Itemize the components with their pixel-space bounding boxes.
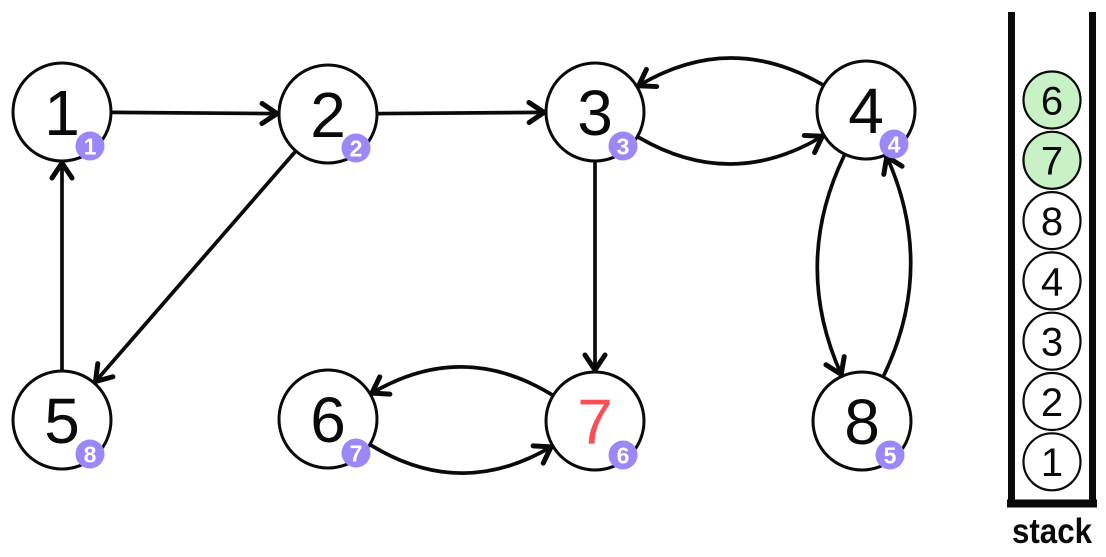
visit-order-badge-label: 5 (884, 442, 897, 468)
stack-item-label: 8 (1041, 200, 1063, 244)
edges-layer (49, 56, 913, 475)
stack-item: 6 (1022, 70, 1082, 130)
node-label: 6 (310, 384, 346, 456)
visit-order-badge (608, 440, 638, 470)
stack-item-label: 1 (1041, 441, 1063, 485)
node-label: 2 (310, 79, 346, 151)
edge-6-7 (369, 443, 554, 475)
node-label: 5 (44, 385, 80, 457)
visit-order-badge-label: 2 (350, 135, 363, 161)
stack-item: 4 (1022, 251, 1082, 311)
visit-order-badge (341, 438, 371, 468)
visit-order-badge (879, 129, 909, 159)
stack-item-circle (1022, 191, 1082, 251)
stack-item: 8 (1022, 191, 1082, 251)
edge-4-8 (815, 154, 847, 377)
node-label: 1 (44, 77, 80, 149)
visit-order-badge (608, 131, 638, 161)
stack-item-label: 7 (1041, 140, 1063, 184)
visit-order-badge (875, 440, 905, 470)
edge-8-4 (881, 154, 913, 377)
visit-order-badge-label: 8 (84, 441, 97, 467)
visit-order-badge-label: 4 (888, 131, 901, 157)
stack-item-label: 4 (1041, 260, 1063, 304)
edge-2-5 (93, 150, 297, 384)
visit-order-badge (75, 439, 105, 469)
visit-order-badge-label: 3 (617, 133, 630, 159)
edge-1-2 (111, 100, 280, 126)
stack-item-label: 3 (1041, 321, 1063, 365)
stack-item: 1 (1022, 432, 1082, 492)
node-label: 4 (848, 75, 884, 147)
visit-order-badge-label: 1 (84, 133, 97, 159)
stack-item: 2 (1022, 371, 1082, 432)
edge-4-3 (636, 56, 824, 90)
stack-item-circle (1022, 371, 1082, 432)
visit-order-badge (341, 133, 371, 163)
stack-item-label: 2 (1041, 381, 1063, 425)
stack-item-circle (1022, 130, 1082, 190)
stack-item-label: 6 (1041, 79, 1063, 123)
stack-panel: 6 7 8 4 3 2 1 stack (1007, 12, 1097, 551)
stack-title: stack (1012, 512, 1092, 551)
stack-item-circle (1022, 251, 1082, 311)
stack-item: 3 (1022, 311, 1082, 371)
stack-walls (1008, 12, 1096, 506)
edge-3-4 (637, 132, 825, 166)
stack-item-circle (1022, 432, 1082, 492)
visit-order-badge-label: 7 (350, 440, 363, 466)
edge-2-3 (377, 100, 547, 126)
stack-item: 7 (1022, 130, 1082, 190)
visit-order-badge-label: 6 (617, 442, 630, 468)
stack-item-circle (1022, 311, 1082, 371)
node-label: 8 (844, 386, 880, 458)
visit-order-badge (75, 131, 105, 161)
edge-7-6 (369, 365, 554, 397)
stack-item-circle (1022, 70, 1082, 130)
node-label: 3 (577, 77, 613, 149)
node-label: 7 (577, 386, 613, 458)
